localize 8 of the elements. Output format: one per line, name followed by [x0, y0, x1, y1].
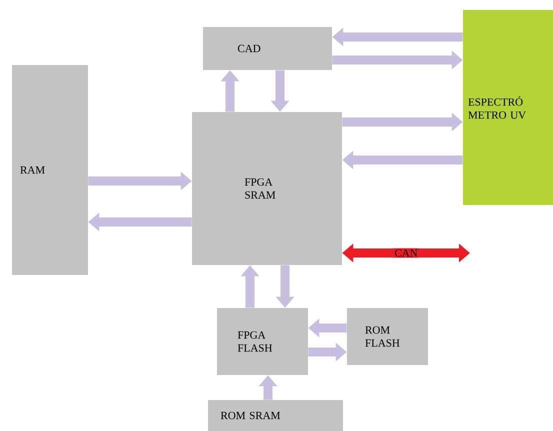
edge-label: CAN	[394, 248, 419, 258]
block-box: ESPECTRÓ METRO UV	[463, 10, 553, 205]
block-box: RAM	[12, 65, 88, 275]
block-box: FPGA SRAM	[192, 112, 342, 265]
block-box: ROM FLASH	[347, 308, 428, 365]
block-box: CAD	[203, 27, 332, 70]
block-box: FPGA FLASH	[217, 308, 308, 375]
block-box: ROM SRAM	[208, 400, 343, 431]
